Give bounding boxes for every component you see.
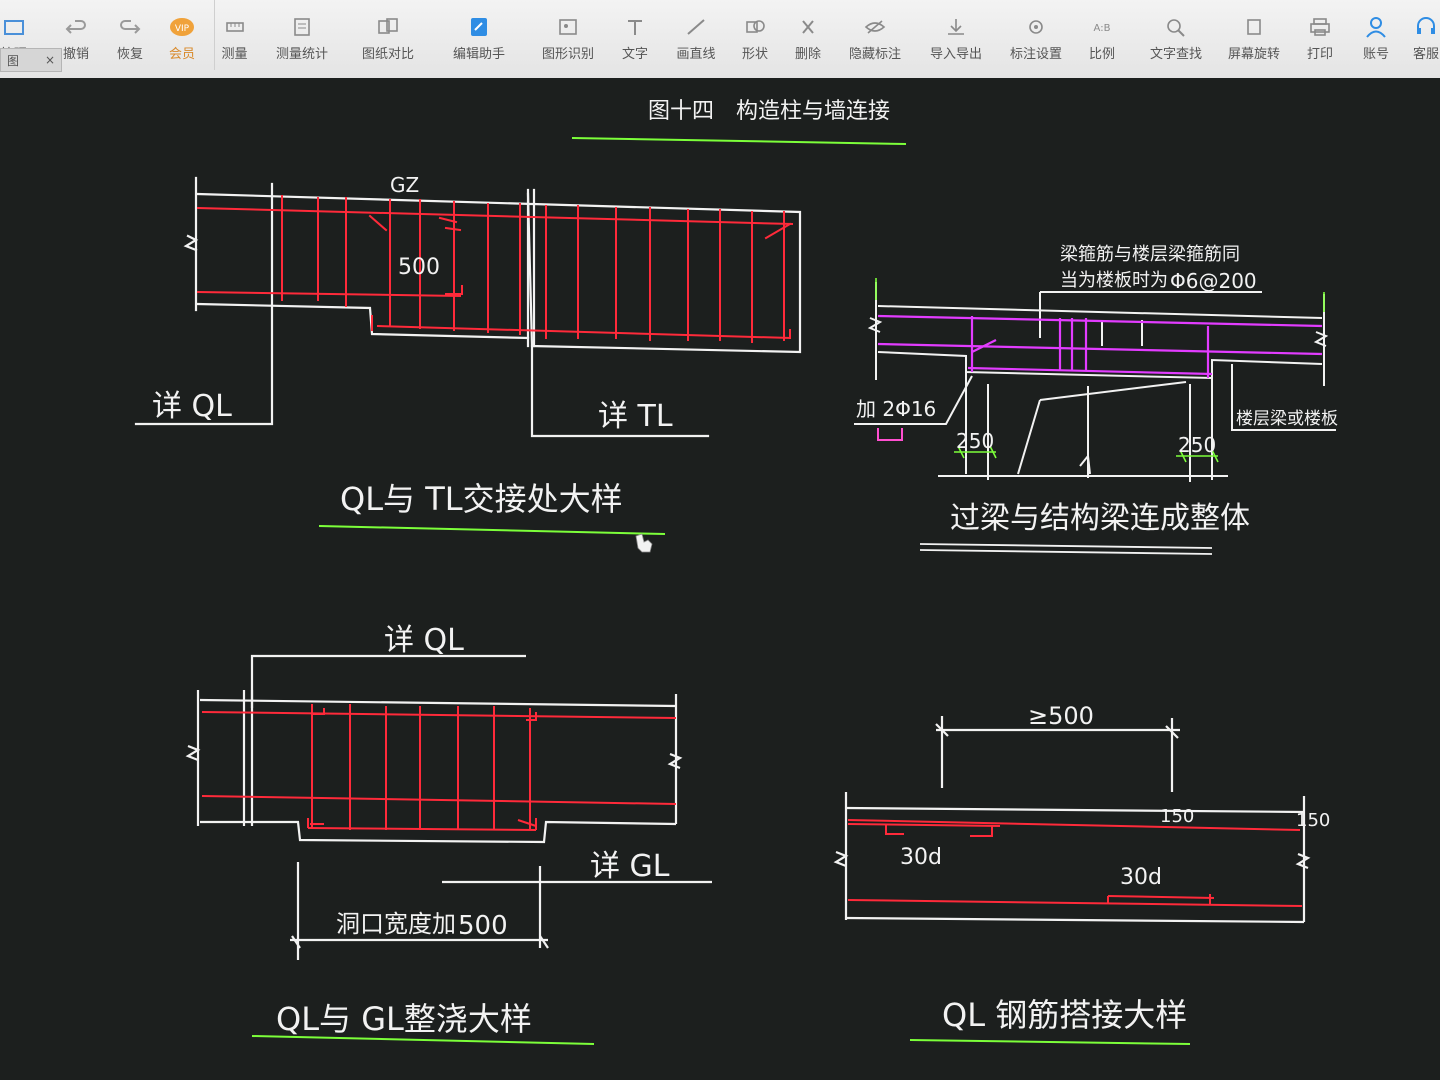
toolbar-measure-button[interactable]: 测量 xyxy=(214,0,254,70)
toolbar-shape-button[interactable]: 形状 xyxy=(738,0,772,70)
vip-badge-text: VIP xyxy=(175,24,190,34)
d1-gz-label: GZ xyxy=(390,173,419,197)
toolbar-recognize-button[interactable]: 图形识别 xyxy=(536,0,600,70)
toolbar-text-button[interactable]: 文字 xyxy=(618,0,652,70)
compare-icon xyxy=(375,15,401,39)
d4-caption-underline xyxy=(909,1039,1191,1045)
measure-icon xyxy=(222,15,248,39)
d1-dim-500: 500 xyxy=(398,255,440,280)
toolbar-undo-button[interactable]: 撤销 xyxy=(58,0,94,70)
redo-icon xyxy=(117,15,143,39)
toolbar-delete-button[interactable]: 删除 xyxy=(790,0,826,70)
d2-note-line1: 梁箍筋与楼层梁箍筋同 xyxy=(1060,244,1240,265)
d4-dim-150a: 150 xyxy=(1160,806,1194,827)
page-title-underline xyxy=(571,137,907,145)
d2-add-bar: 加 2Φ16 xyxy=(856,397,936,421)
d1-ql-ref: 详 QL xyxy=(152,389,232,424)
document-tab-label: 图 xyxy=(7,53,20,68)
toolbar-compare-button[interactable]: 图纸对比 xyxy=(356,0,420,70)
toolbar-support-button[interactable]: 客服 xyxy=(1406,0,1440,70)
hide-annotation-icon xyxy=(862,15,888,39)
annotation-settings-icon xyxy=(1023,15,1049,39)
d3-gl-ref: 详 GL xyxy=(590,849,670,884)
print-icon xyxy=(1307,15,1333,39)
scale-icon: A:B xyxy=(1089,15,1115,39)
toolbar-account-button[interactable]: 账号 xyxy=(1356,0,1396,70)
rotate-icon xyxy=(1241,15,1267,39)
detail-ql-gl: 详 QL 详 GL 洞口宽度加 500 QL与 GL整浇大样 xyxy=(185,623,712,1045)
svg-text:A:B: A:B xyxy=(1094,23,1111,34)
d2-dim-left: 250 xyxy=(956,429,994,453)
document-tab[interactable]: 图 × xyxy=(0,48,62,72)
detail-ql-lap: ≥500 30d 30d 150 150 QL 钢筋搭接大样 xyxy=(833,702,1330,1045)
cad-canvas[interactable]: 图十四 构造柱与墙连接 GZ 500 详 QL 详 TL QL与 TL交接处大样 xyxy=(0,78,1440,1080)
d4-dim-150b: 150 xyxy=(1296,810,1330,831)
d3-dim-500: 500 xyxy=(458,911,508,941)
d4-dim-gte500: ≥500 xyxy=(1028,702,1094,730)
toolbar-measure-stats-button[interactable]: 测量统计 xyxy=(270,0,334,70)
toolbar-rotate-button[interactable]: 屏幕旋转 xyxy=(1222,0,1286,70)
support-icon xyxy=(1413,15,1439,39)
detail-lintel-structural-beam: 梁箍筋与楼层梁箍筋同 当为楼板时为 Φ6@200 加 2Φ16 250 250 … xyxy=(854,244,1338,555)
d2-caption-underline xyxy=(919,543,1213,555)
undo-icon xyxy=(63,15,89,39)
toolbar-print-button[interactable]: 打印 xyxy=(1300,0,1340,70)
d2-note-line2: 当为楼板时为 xyxy=(1060,270,1168,291)
text-icon xyxy=(622,15,648,39)
toolbar-redo-button[interactable]: 恢复 xyxy=(112,0,148,70)
measure-stats-icon xyxy=(289,15,315,39)
shape-icon xyxy=(742,15,768,39)
d4-lap-1: 30d xyxy=(900,845,942,870)
toolbar-edit-helper-button[interactable]: 编辑助手 xyxy=(446,0,512,70)
toolbar-hide-annotation-button[interactable]: 隐藏标注 xyxy=(844,0,906,70)
toolbar-line-button[interactable]: 画直线 xyxy=(672,0,720,70)
d3-caption: QL与 GL整浇大样 xyxy=(276,1000,532,1038)
tab-close-icon[interactable]: × xyxy=(44,53,55,67)
toolbar-vip-button[interactable]: VIP 会员 xyxy=(164,0,200,70)
import-export-icon xyxy=(943,15,969,39)
manage-icon xyxy=(1,15,27,39)
detail-ql-tl: GZ 500 详 QL 详 TL QL与 TL交接处大样 xyxy=(134,173,802,536)
toolbar-annotation-settings-button[interactable]: 标注设置 xyxy=(1004,0,1068,70)
d1-caption-underline xyxy=(318,524,666,536)
text-search-icon xyxy=(1163,15,1189,39)
d3-ql-ref: 详 QL xyxy=(384,623,464,658)
toolbar-text-search-button[interactable]: 文字查找 xyxy=(1144,0,1208,70)
hand-cursor-icon xyxy=(635,533,653,553)
line-icon xyxy=(683,15,709,39)
delete-icon xyxy=(795,15,821,39)
toolbar-import-export-button[interactable]: 导入导出 xyxy=(924,0,988,70)
vip-icon: VIP xyxy=(169,15,195,39)
d2-note-bar: Φ6@200 xyxy=(1170,269,1257,293)
edit-helper-icon xyxy=(466,15,492,39)
d1-caption: QL与 TL交接处大样 xyxy=(340,480,623,518)
d2-slab-note: 楼层梁或楼板 xyxy=(1236,409,1338,429)
page-title: 图十四 构造柱与墙连接 xyxy=(648,99,890,124)
d1-tl-ref: 详 TL xyxy=(598,399,673,434)
recognize-icon xyxy=(555,15,581,39)
account-icon xyxy=(1363,15,1389,39)
d4-lap-2: 30d xyxy=(1120,865,1162,890)
d2-caption: 过梁与结构梁连成整体 xyxy=(950,501,1250,536)
d4-caption: QL 钢筋搭接大样 xyxy=(942,996,1187,1034)
d2-dim-right: 250 xyxy=(1178,433,1216,457)
toolbar-scale-button[interactable]: A:B 比例 xyxy=(1084,0,1120,70)
d3-caption-underline xyxy=(251,1035,595,1045)
toolbar: 管理 撤销 恢复 VIP 会员 测量 测量统计 图纸对比 编辑助手 图形识别 文… xyxy=(0,0,1440,80)
d3-opening-note: 洞口宽度加 xyxy=(336,910,456,938)
